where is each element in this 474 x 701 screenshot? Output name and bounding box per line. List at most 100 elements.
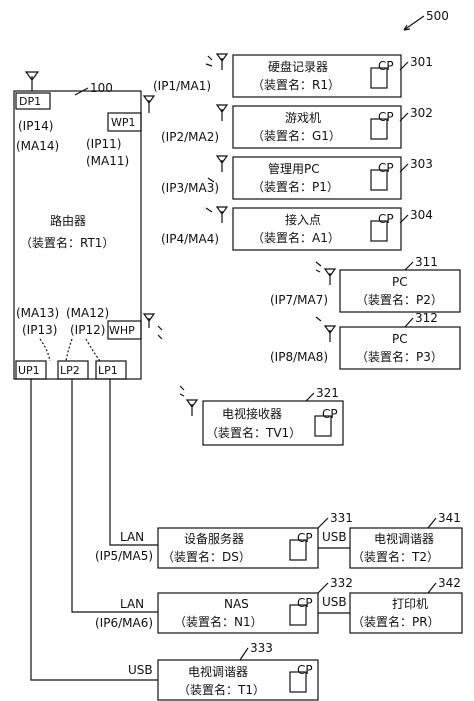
device-name: NAS bbox=[224, 597, 249, 611]
port-up1-label: UP1 bbox=[18, 364, 40, 377]
cp-label: CP bbox=[322, 407, 338, 421]
router: 100 DP1 (IP14) (MA14) WP1 (IP11) (MA11) … bbox=[13, 71, 163, 380]
device-name: 设备服务器 bbox=[184, 531, 244, 546]
device-box bbox=[339, 269, 461, 313]
figure-number: 500 bbox=[426, 9, 449, 23]
router-ma13: (MA13) bbox=[16, 306, 59, 320]
link-type: USB bbox=[322, 595, 347, 609]
port-lp2-label: LP2 bbox=[60, 364, 80, 377]
router-ma11: (MA11) bbox=[86, 154, 129, 168]
device-ref: 332 bbox=[330, 576, 353, 590]
signal-icon bbox=[205, 207, 213, 213]
up1-link bbox=[30, 379, 158, 681]
cp-icon bbox=[370, 169, 388, 191]
device-box bbox=[232, 156, 402, 200]
cp-label: CP bbox=[378, 161, 394, 175]
whp-signal-icon bbox=[157, 325, 163, 340]
device-addr: (IP6/MA6) bbox=[95, 616, 153, 630]
ref-leader bbox=[427, 582, 437, 594]
device-addr: (IP4/MA4) bbox=[161, 232, 219, 246]
device-box bbox=[339, 326, 461, 370]
figure-number-leader bbox=[403, 15, 425, 31]
router-device-name: （装置名：RT1） bbox=[20, 235, 114, 250]
device-ref: 321 bbox=[316, 386, 339, 400]
whp-antenna-icon bbox=[142, 313, 156, 328]
wireless-device-303: 管理用PC （装置名：P1） CP 303 (IP3/MA3) bbox=[161, 155, 433, 200]
device-id: （装置名：N1） bbox=[174, 614, 263, 629]
signal-icon bbox=[205, 55, 213, 67]
ref-leader bbox=[404, 317, 414, 328]
device-ref: 311 bbox=[415, 255, 438, 269]
router-ref: 100 bbox=[90, 81, 113, 95]
link-type: LAN bbox=[120, 597, 144, 611]
device-box bbox=[232, 105, 402, 149]
cp-icon bbox=[370, 67, 388, 89]
ref-leader bbox=[317, 517, 329, 529]
ip12-leader bbox=[85, 338, 101, 362]
router-ref-leader bbox=[74, 87, 89, 96]
wireless-device-304: 接入点 （装置名：A1） CP 304 (IP4/MA4) bbox=[161, 206, 433, 251]
ref-leader bbox=[404, 261, 414, 271]
cp-label: CP bbox=[297, 663, 313, 677]
ref-leader bbox=[239, 647, 249, 661]
device-box bbox=[232, 207, 402, 251]
device-ref: 312 bbox=[415, 311, 438, 325]
device-id: （装置名：P2） bbox=[356, 292, 443, 307]
device-addr: (IP7/MA7) bbox=[270, 293, 328, 307]
device-name: 电视调谐器 bbox=[374, 531, 434, 546]
signal-icon bbox=[315, 316, 322, 322]
device-name: 电视接收器 bbox=[222, 406, 282, 421]
device-ref: 342 bbox=[438, 576, 461, 590]
device-id: （装置名：PR） bbox=[352, 614, 440, 629]
wired-device-333: 电视调谐器 （装置名：T1） CP 333 USB bbox=[128, 641, 319, 701]
ref-leader bbox=[317, 582, 329, 594]
cp-icon bbox=[289, 604, 307, 626]
ip13-leader bbox=[39, 338, 51, 362]
signal-icon bbox=[179, 385, 185, 397]
device-addr: (IP5/MA5) bbox=[95, 549, 153, 563]
device-id: （装置名：P3） bbox=[356, 349, 443, 364]
port-lp1-label: LP1 bbox=[98, 364, 118, 377]
device-box bbox=[232, 54, 402, 98]
port-whp bbox=[107, 320, 142, 340]
device-name: 游戏机 bbox=[285, 111, 321, 125]
antenna-icon bbox=[215, 104, 229, 121]
router-ma12: (MA12) bbox=[66, 306, 109, 320]
ref-leader bbox=[399, 61, 409, 71]
port-wp1-label: WP1 bbox=[111, 116, 136, 129]
device-name: 接入点 bbox=[285, 212, 321, 227]
router-ip14: (IP14) bbox=[18, 119, 53, 133]
lp2-leader bbox=[65, 338, 73, 362]
device-ref: 301 bbox=[410, 55, 433, 69]
device-id: （装置名：DS） bbox=[162, 549, 251, 564]
device-id: （装置名：G1） bbox=[252, 128, 341, 143]
device-box bbox=[349, 592, 463, 634]
wireless-device-311: PC （装置名：P2） 311 (IP7/MA7) bbox=[270, 255, 461, 313]
antenna-icon bbox=[215, 53, 229, 70]
link-type: LAN bbox=[120, 530, 144, 544]
wired-device-332: NAS （装置名：N1） CP 332 LAN (IP6/MA6) bbox=[95, 576, 353, 634]
device-name: PC bbox=[392, 275, 408, 289]
port-dp1-label: DP1 bbox=[19, 95, 41, 108]
device-id: （装置名：T1） bbox=[178, 682, 265, 697]
device-name: PC bbox=[392, 332, 408, 346]
port-wp1 bbox=[107, 112, 142, 132]
signal-icon bbox=[315, 261, 322, 273]
port-whp-label: WHP bbox=[109, 324, 135, 337]
usb-device-341: 电视调谐器 （装置名：T2） 341 USB bbox=[322, 511, 463, 569]
ref-leader bbox=[399, 163, 409, 173]
antenna-icon bbox=[215, 155, 229, 172]
router-antenna-icon bbox=[24, 71, 40, 91]
device-id: （装置名：A1） bbox=[252, 230, 340, 245]
router-ma14: (MA14) bbox=[16, 139, 59, 153]
device-id: （装置名：TV1） bbox=[206, 425, 301, 440]
antenna-icon bbox=[185, 399, 199, 416]
device-ref: 303 bbox=[410, 157, 433, 171]
device-ref: 304 bbox=[410, 208, 433, 222]
device-box bbox=[349, 527, 463, 569]
link-type: USB bbox=[128, 663, 153, 677]
router-ip13: (IP13) bbox=[22, 323, 57, 337]
cp-label: CP bbox=[378, 110, 394, 124]
ref-leader bbox=[399, 214, 409, 224]
